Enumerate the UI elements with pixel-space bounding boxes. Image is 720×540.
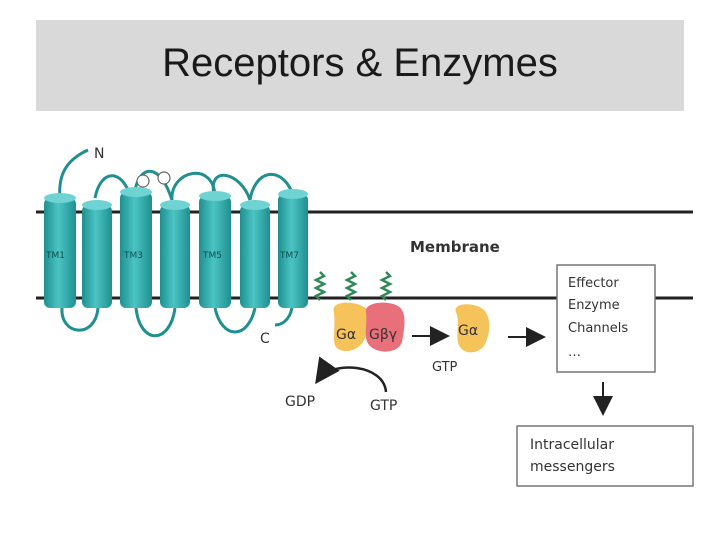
gtp-cycle-label: GTP [370, 398, 397, 414]
g-alpha-free-subunit [455, 304, 490, 353]
residue-circle [157, 171, 171, 185]
lipid-anchors [313, 271, 393, 301]
effector-line-1: Effector [568, 276, 619, 291]
helix-label-tm1: TM1 [45, 251, 65, 261]
g-beta-gamma-subunit [365, 302, 405, 352]
gtp-bound-label: GTP [432, 360, 458, 375]
helix-3 [120, 192, 152, 308]
n-terminus-label: N [94, 146, 104, 162]
helix-label-tm7: TM7 [279, 251, 299, 261]
effector-line-4: … [568, 345, 581, 360]
effector-line-2: Enzyme [568, 298, 620, 313]
helix-1 [44, 198, 76, 308]
helix-6-top [240, 200, 270, 210]
helix-5-top [199, 191, 231, 201]
membrane-label: Membrane [410, 238, 500, 256]
helix-2-top [82, 200, 112, 210]
helix-3-top [120, 187, 152, 197]
g-alpha-subunit [333, 302, 369, 352]
helix-4 [160, 205, 190, 308]
helix-5 [199, 196, 231, 308]
g-alpha-free-label: Gα [458, 323, 478, 339]
messengers-box [516, 425, 694, 487]
helix-label-tm5: TM5 [202, 251, 222, 261]
messengers-line-1: Intracellular [530, 437, 614, 453]
g-beta-gamma-label: Gβγ [369, 327, 397, 343]
helix-1-top [44, 193, 76, 203]
effector-box [556, 264, 656, 373]
messengers-line-2: messengers [530, 459, 615, 475]
gdp-gtp-exchange-arrow [315, 356, 388, 393]
helix-6 [240, 205, 270, 308]
helix-group [44, 187, 308, 308]
residue-circle [136, 174, 150, 188]
c-terminus-label: C [260, 331, 270, 347]
helix-2 [82, 205, 112, 308]
helix-label-tm3: TM3 [123, 251, 143, 261]
effector-line-3: Channels [568, 321, 628, 336]
helix-7 [278, 194, 308, 308]
slide-title: Receptors & Enzymes [162, 41, 558, 85]
helix-4-top [160, 200, 190, 210]
helix-7-top [278, 189, 308, 199]
title-bar: Receptors & Enzymes [36, 20, 684, 111]
g-alpha-label: Gα [336, 327, 356, 343]
gdp-label: GDP [285, 394, 315, 410]
